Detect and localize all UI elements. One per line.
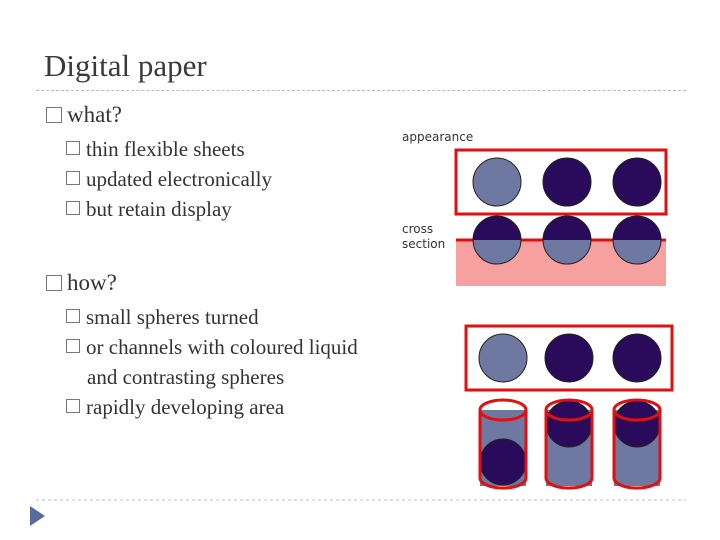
bullet-box-icon xyxy=(66,309,80,323)
channel xyxy=(612,398,662,490)
bullet-box-icon xyxy=(46,275,62,291)
how-heading: how? xyxy=(67,270,117,295)
label-cross-section: cross section xyxy=(402,222,446,251)
sphere-dark xyxy=(542,157,592,207)
slide-title: Digital paper xyxy=(44,48,207,83)
what-list: thin flexible sheets updated electronica… xyxy=(66,134,272,224)
next-arrow-icon xyxy=(30,506,45,526)
bullet-box-icon xyxy=(66,339,80,353)
what-item: updated electronically xyxy=(66,164,272,194)
sphere-dark xyxy=(544,333,594,383)
bullet-box-icon xyxy=(66,399,80,413)
how-item: small spheres turned xyxy=(66,302,358,332)
sphere-half xyxy=(612,215,662,265)
how-list: small spheres turned or channels with co… xyxy=(66,302,358,422)
bullet-how: how? xyxy=(46,270,117,296)
sphere-half xyxy=(472,215,522,265)
appearance-frame xyxy=(454,148,668,216)
sphere-dark xyxy=(612,157,662,207)
sphere-light xyxy=(472,157,522,207)
how-item: rapidly developing area xyxy=(66,392,358,422)
what-item: but retain display xyxy=(66,194,272,224)
appearance-frame-2 xyxy=(464,324,674,392)
channel xyxy=(544,398,594,490)
bullet-box-icon xyxy=(66,201,80,215)
sphere-dark xyxy=(612,333,662,383)
channel xyxy=(478,398,528,490)
label-appearance: appearance xyxy=(402,130,474,144)
how-item: or channels with coloured liquid xyxy=(66,332,358,362)
top-divider xyxy=(36,90,686,91)
bullet-what: what? xyxy=(46,102,122,128)
sphere-light xyxy=(478,333,528,383)
what-item: thin flexible sheets xyxy=(66,134,272,164)
sphere-half xyxy=(542,215,592,265)
what-heading: what? xyxy=(67,102,122,127)
bullet-box-icon xyxy=(66,141,80,155)
bullet-box-icon xyxy=(46,107,62,123)
bullet-box-icon xyxy=(66,171,80,185)
how-item: and contrasting spheres xyxy=(87,365,285,389)
